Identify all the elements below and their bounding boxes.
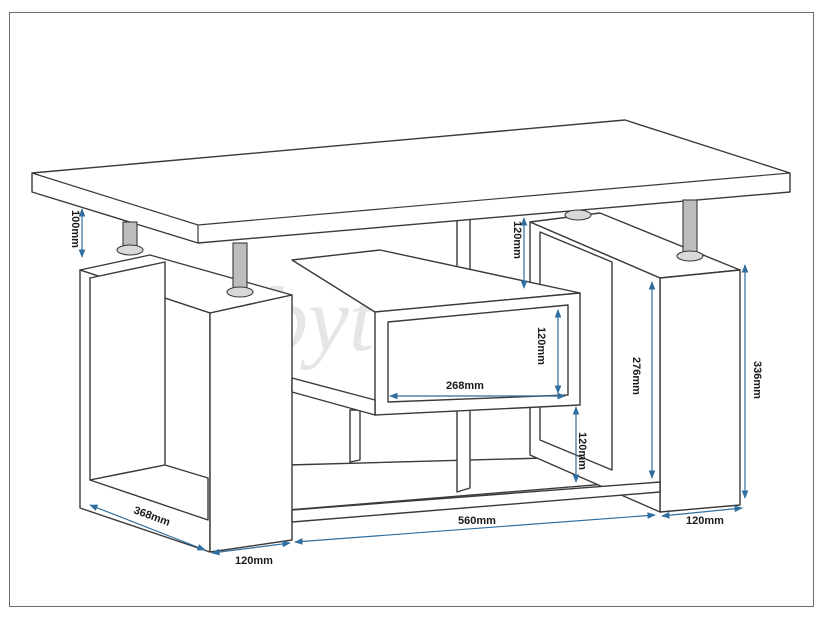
leg-body — [122, 221, 138, 249]
dim-right-panel — [661, 505, 743, 519]
table-top — [31, 119, 791, 244]
leg-right-back — [564, 209, 592, 221]
label-leg-height: 100mm — [69, 210, 81, 248]
label-left-panel: 120mm — [235, 555, 273, 567]
label-upper-gap: 120mm — [511, 221, 523, 259]
dim-left-panel — [211, 540, 291, 556]
lower-left-divider — [349, 409, 361, 463]
legs — [116, 199, 704, 298]
label-shelf-gap: 120mm — [535, 327, 547, 365]
leg-base — [676, 250, 704, 262]
bottom-plinth — [291, 481, 661, 523]
dim-depth — [89, 504, 206, 551]
leg-base — [116, 244, 144, 256]
plinth-front — [291, 481, 661, 523]
leg-base — [564, 209, 592, 221]
leg-left-front — [226, 242, 254, 298]
shelf-left-ledge — [291, 377, 376, 416]
leg-body — [232, 242, 248, 292]
label-lower-gap: 120mm — [576, 432, 588, 470]
dim-inner-width — [294, 512, 656, 545]
label-total-height: 336mm — [751, 361, 763, 399]
label-right-panel: 120mm — [686, 515, 724, 527]
leg-base — [226, 286, 254, 298]
leg-left-back — [116, 221, 144, 256]
shelf-opening — [387, 304, 569, 403]
label-inner-width: 560mm — [458, 515, 496, 527]
left-column-opening — [89, 261, 166, 481]
label-shelf-width: 268mm — [446, 380, 484, 392]
left-column — [79, 254, 293, 553]
table-top-surface — [31, 119, 791, 244]
left-column-front — [209, 294, 293, 553]
dimension-labels: 100mm 120mm 120mm 268mm 120mm 276mm 336m… — [69, 210, 763, 567]
leg-body — [682, 199, 698, 256]
right-column-front — [659, 269, 741, 513]
dimension-lines — [78, 208, 749, 556]
lower-divider — [456, 401, 471, 493]
shelf-box — [291, 249, 581, 416]
leg-right-front — [676, 199, 704, 262]
label-inner-height: 276mm — [630, 357, 642, 395]
